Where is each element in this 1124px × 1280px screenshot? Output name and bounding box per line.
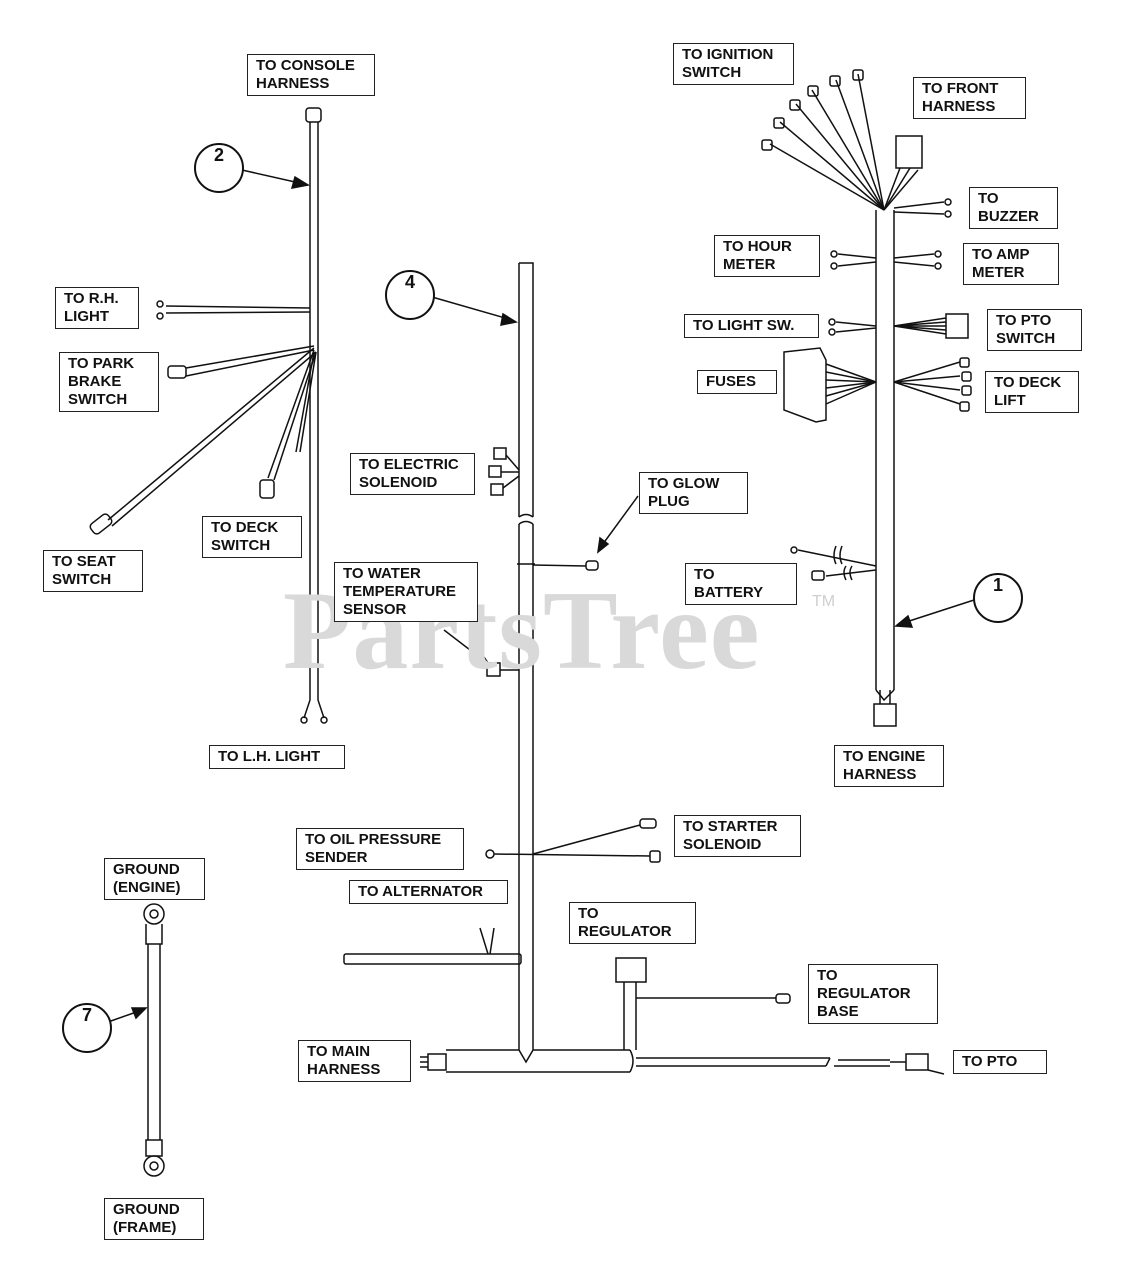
label-buzzer: TO BUZZER xyxy=(969,187,1058,229)
label-deck-lift: TO DECK LIFT xyxy=(985,371,1079,413)
label-pto-switch: TO PTO SWITCH xyxy=(987,309,1082,351)
callout-harness-4: 4 xyxy=(385,270,435,320)
label-electric-solenoid: TO ELECTRIC SOLENOID xyxy=(350,453,475,495)
label-glow-plug: TO GLOW PLUG xyxy=(639,472,748,514)
label-water-temperature-sensor: TO WATER TEMPERATURE SENSOR xyxy=(334,562,478,622)
trademark-mark: TM xyxy=(812,593,836,610)
label-deck-switch: TO DECK SWITCH xyxy=(202,516,302,558)
harness-7-drawing xyxy=(143,903,165,1177)
label-front-harness: TO FRONT HARNESS xyxy=(913,77,1026,119)
label-console-harness: TO CONSOLE HARNESS xyxy=(247,54,375,96)
label-lh-light: TO L.H. LIGHT xyxy=(209,745,345,769)
label-ignition-switch: TO IGNITION SWITCH xyxy=(673,43,794,85)
label-starter-solenoid: TO STARTER SOLENOID xyxy=(674,815,801,857)
callout-harness-7: 7 xyxy=(62,1003,112,1053)
label-ground-engine: GROUND (ENGINE) xyxy=(104,858,205,900)
label-park-brake-switch: TO PARK BRAKE SWITCH xyxy=(59,352,159,412)
callout-harness-1: 1 xyxy=(973,573,1023,623)
harness-1-drawing xyxy=(761,69,972,727)
label-amp-meter: TO AMP METER xyxy=(963,243,1059,285)
callout-harness-2: 2 xyxy=(194,143,244,193)
label-pto: TO PTO xyxy=(953,1050,1047,1074)
label-seat-switch: TO SEAT SWITCH xyxy=(43,550,143,592)
label-battery: TO BATTERY xyxy=(685,563,797,605)
label-oil-pressure-sender: TO OIL PRESSURE SENDER xyxy=(296,828,464,870)
label-engine-harness: TO ENGINE HARNESS xyxy=(834,745,944,787)
label-alternator: TO ALTERNATOR xyxy=(349,880,508,904)
label-ground-frame: GROUND (FRAME) xyxy=(104,1198,204,1240)
label-hour-meter: TO HOUR METER xyxy=(714,235,820,277)
harness-4-drawing xyxy=(343,262,945,1075)
label-main-harness: TO MAIN HARNESS xyxy=(298,1040,411,1082)
label-light-switch: TO LIGHT SW. xyxy=(684,314,819,338)
label-regulator-base: TO REGULATOR BASE xyxy=(808,964,938,1024)
label-rh-light: TO R.H. LIGHT xyxy=(55,287,139,329)
label-regulator: TO REGULATOR xyxy=(569,902,696,944)
harness-2-drawing xyxy=(89,107,328,724)
label-fuses: FUSES xyxy=(697,370,777,394)
